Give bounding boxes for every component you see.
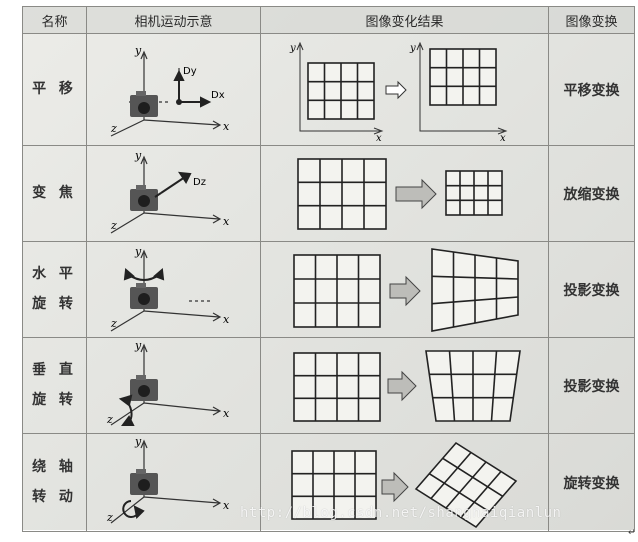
svg-text:x: x [223, 499, 230, 512]
header-image-change: 图像变化结果 [260, 6, 549, 34]
svg-text:y: y [289, 43, 296, 54]
svg-text:y: y [409, 43, 416, 54]
image-change-result [260, 145, 549, 242]
paragraph-mark: ↵ [628, 528, 636, 538]
header-camera-motion: 相机运动示意 [86, 6, 261, 34]
svg-text:Dy: Dy [183, 66, 197, 77]
roll-result-diagram [290, 441, 517, 528]
svg-text:z: z [110, 317, 117, 330]
image-change-result: y x y x [260, 33, 549, 146]
pan-result-diagram [292, 247, 519, 332]
translate-camera-diagram: Dy Dx y x z [110, 44, 230, 137]
tilt-result-diagram [292, 349, 521, 422]
header-transform: 图像变换 [548, 6, 635, 34]
table-row: 变 焦 [22, 145, 635, 242]
svg-text:x: x [223, 407, 230, 420]
svg-text:y: y [134, 437, 142, 448]
row-name: 垂 直 旋 转 [22, 337, 87, 434]
transform-type: 平移变换 [548, 33, 635, 146]
svg-text:y: y [134, 245, 142, 258]
watermark-url: http://blog.csdn.net/shanghaiqianlun [240, 505, 562, 521]
svg-text:x: x [376, 133, 382, 141]
table-row: 垂 直 旋 转 [22, 337, 635, 434]
row-name: 水 平 旋 转 [22, 241, 87, 338]
row-name: 平 移 [22, 33, 87, 146]
translate-result-diagram: y x y x [289, 41, 507, 141]
image-change-result [260, 241, 549, 338]
image-change-result [260, 433, 549, 532]
header-row: 名称 相机运动示意 图像变化结果 图像变换 [22, 6, 635, 34]
transform-type: 放缩变换 [548, 145, 635, 242]
svg-text:x: x [223, 120, 230, 133]
svg-text:Dz: Dz [193, 177, 206, 188]
table-row: 水 平 旋 转 [22, 241, 635, 338]
camera-motion-diagram: Dz y x z [86, 145, 261, 242]
transform-type: 旋转变换 [548, 433, 635, 532]
document-sheet: 名称 相机运动示意 图像变化结果 图像变换 平 移 [22, 6, 635, 532]
table-row: 绕 轴 转 动 [22, 433, 635, 532]
transform-type: 投影变换 [548, 337, 635, 434]
svg-text:y: y [134, 341, 142, 352]
transform-type: 投影变换 [548, 241, 635, 338]
svg-text:z: z [110, 122, 117, 135]
svg-text:y: y [134, 44, 142, 57]
svg-text:Dx: Dx [211, 90, 225, 101]
zoom-result-diagram [296, 157, 503, 230]
pan-camera-diagram: y x z [110, 245, 230, 332]
svg-text:y: y [134, 149, 142, 162]
svg-text:x: x [223, 215, 230, 228]
svg-text:x: x [500, 133, 506, 141]
camera-motion-diagram: y x z [86, 433, 261, 532]
svg-text:z: z [106, 511, 113, 524]
image-change-result [260, 337, 549, 434]
table-row: 平 移 [22, 33, 635, 146]
camera-motion-diagram: Dy Dx y x z [86, 33, 261, 146]
tilt-camera-diagram: y x z [106, 341, 230, 426]
camera-motion-table: 名称 相机运动示意 图像变化结果 图像变换 平 移 [22, 6, 635, 532]
svg-text:z: z [106, 413, 113, 426]
roll-camera-diagram: y x z [106, 437, 230, 524]
row-name: 绕 轴 转 动 [22, 433, 87, 532]
camera-motion-diagram: y x z [86, 241, 261, 338]
zoom-camera-diagram: Dz y x z [110, 149, 230, 234]
svg-text:z: z [110, 219, 117, 232]
camera-motion-diagram: y x z [86, 337, 261, 434]
header-name: 名称 [22, 6, 87, 34]
row-name: 变 焦 [22, 145, 87, 242]
svg-text:x: x [223, 313, 230, 326]
